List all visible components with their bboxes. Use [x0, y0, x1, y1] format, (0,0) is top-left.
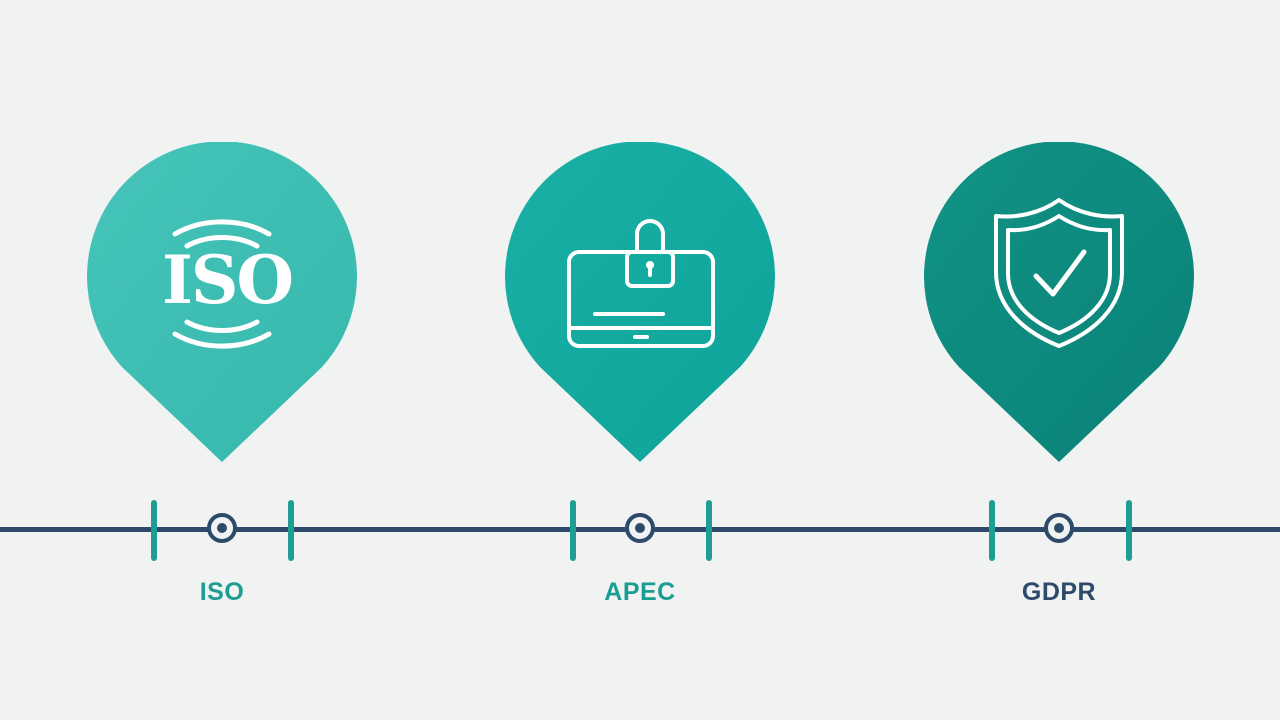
- iso-logo-icon: [172, 219, 272, 349]
- iso-logo-text: ISO: [162, 241, 292, 319]
- pin-shape: [87, 142, 357, 462]
- iso-pin: ISO: [87, 142, 357, 464]
- timeline-tick: [989, 500, 995, 561]
- pin-shape: [924, 142, 1194, 462]
- pin-shape: [505, 142, 775, 462]
- timeline-tick: [570, 500, 576, 561]
- shield-check-icon: [994, 198, 1124, 348]
- apec-label: APEC: [604, 578, 676, 606]
- gdpr-node: [1044, 513, 1074, 543]
- timeline-tick: [288, 500, 294, 561]
- apec-node: [625, 513, 655, 543]
- gdpr-label: GDPR: [1021, 578, 1097, 606]
- timeline-tick: [706, 500, 712, 561]
- apec-pin: [505, 142, 775, 464]
- gdpr-pin: [924, 142, 1194, 464]
- timeline-tick: [1126, 500, 1132, 561]
- iso-label: ISO: [199, 578, 245, 606]
- timeline-tick: [151, 500, 157, 561]
- locked-device-icon: [567, 219, 715, 348]
- iso-node: [207, 513, 237, 543]
